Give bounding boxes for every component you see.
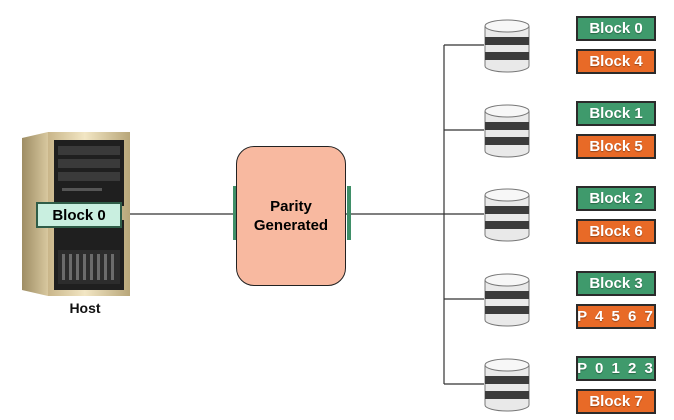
parity-label-line1: Parity xyxy=(270,198,312,215)
parity-generator-box: Parity Generated xyxy=(236,146,346,286)
disk-icon xyxy=(484,19,530,73)
parity-input-port xyxy=(233,186,237,240)
disk-2-bottom-block: Block 5 xyxy=(576,134,656,159)
disk-1-bottom-block: Block 4 xyxy=(576,49,656,74)
disk-3-top-block: Block 2 xyxy=(576,186,656,211)
disk-icon xyxy=(484,104,530,158)
disk-icon xyxy=(484,358,530,412)
disk-5-top-block: P 0 1 2 3 xyxy=(576,356,656,381)
disk-3-bottom-block: Block 6 xyxy=(576,219,656,244)
host-label: Host xyxy=(69,300,101,316)
disk-1-top-block: Block 0 xyxy=(576,16,656,41)
disk-icon xyxy=(484,273,530,327)
disk-4-bottom-block: P 4 5 6 7 xyxy=(576,304,656,329)
parity-output-port xyxy=(347,186,351,240)
host-block-0: Block 0 xyxy=(36,202,122,228)
disk-2-top-block: Block 1 xyxy=(576,101,656,126)
disk-icon xyxy=(484,188,530,242)
parity-label-line2: Generated xyxy=(253,217,329,234)
disk-5-bottom-block: Block 7 xyxy=(576,389,656,414)
disk-4-top-block: Block 3 xyxy=(576,271,656,296)
